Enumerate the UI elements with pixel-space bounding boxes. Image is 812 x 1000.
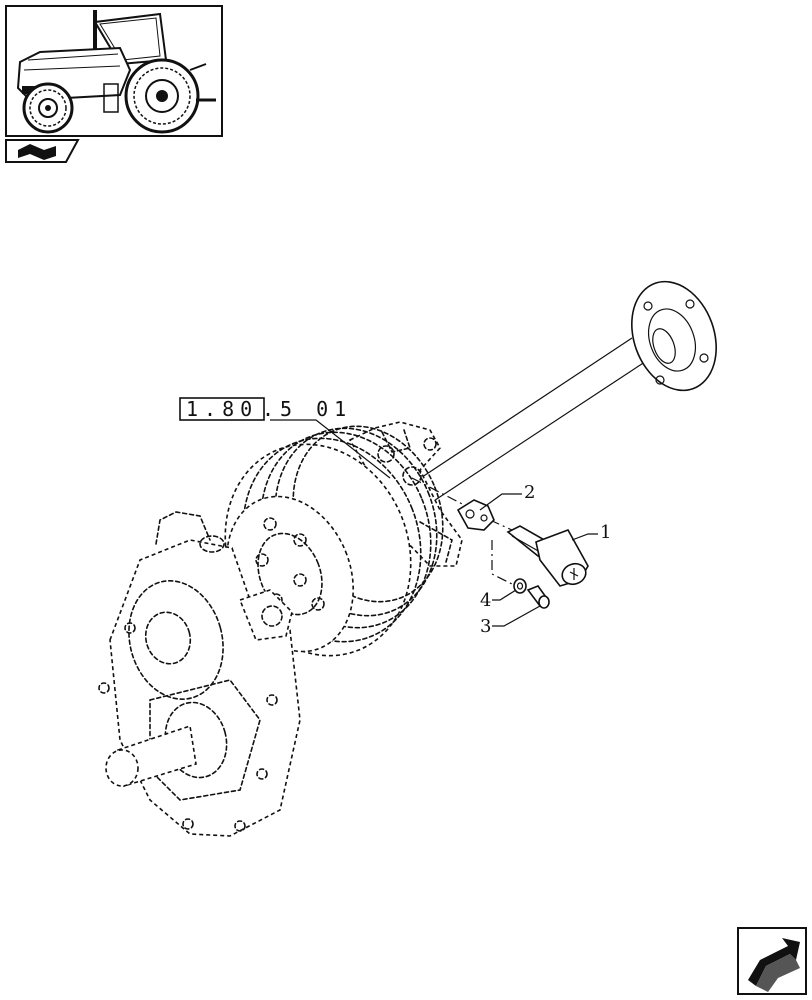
washer-part-4[interactable] xyxy=(513,578,527,594)
tractor-thumbnail[interactable] xyxy=(5,5,223,137)
callout-4[interactable]: 4 xyxy=(480,589,517,611)
explode-lines xyxy=(411,477,525,591)
callout-4-label: 4 xyxy=(480,590,491,611)
next-page-arrow-icon xyxy=(748,938,800,992)
section-tab[interactable] xyxy=(5,139,80,163)
gearbox-housing xyxy=(98,511,301,837)
callout-1[interactable]: 1 xyxy=(571,522,611,543)
callout-3-label: 3 xyxy=(480,616,491,637)
gasket-part-2[interactable] xyxy=(456,499,495,531)
reference-suffix-text: .5 01 xyxy=(262,397,352,421)
callout-2[interactable]: 2 xyxy=(479,482,535,511)
bolt-part-3[interactable] xyxy=(526,585,550,609)
tractor-icon xyxy=(16,10,216,134)
sensor-part-1[interactable] xyxy=(506,525,589,588)
reference-box-text: 1.80 xyxy=(186,397,258,421)
section-reference[interactable]: 1.80 .5 01 xyxy=(179,397,391,479)
callout-3[interactable]: 3 xyxy=(480,605,541,637)
callout-2-label: 2 xyxy=(524,482,535,503)
next-page-button[interactable] xyxy=(737,927,807,995)
driveshaft-assembly xyxy=(394,280,717,511)
callout-1-label: 1 xyxy=(600,522,611,543)
section-symbol-icon xyxy=(18,144,56,160)
